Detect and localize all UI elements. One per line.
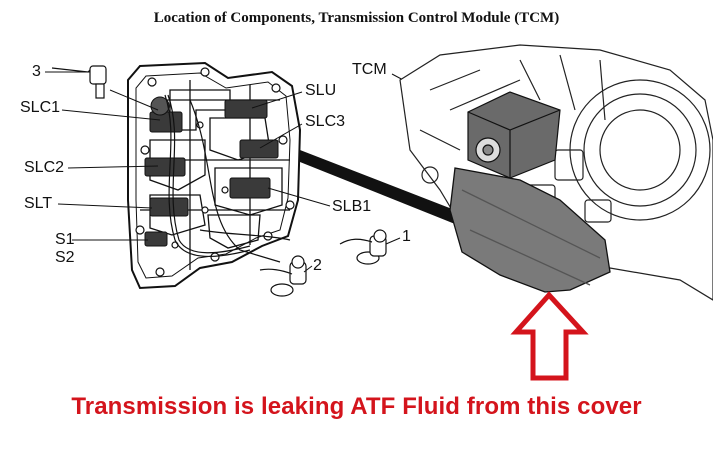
label-slt: SLT (24, 195, 53, 212)
label-3: 3 (32, 63, 41, 80)
pointer-wedge (300, 150, 470, 230)
label-tcm: TCM (352, 61, 387, 78)
transmission-oil-pan (449, 167, 611, 293)
label-slb1: SLB1 (332, 198, 372, 215)
diagram-title: Location of Components, Transmission Con… (153, 10, 560, 26)
label-slc2: SLC2 (24, 159, 65, 176)
leak-indicator-arrow (510, 291, 589, 381)
tcm-unit-illustration (467, 91, 561, 179)
label-s2: S2 (55, 249, 75, 266)
wire-harness (164, 94, 291, 263)
label-slc1: SLC1 (20, 99, 61, 116)
sensor-1-illustration (339, 229, 387, 265)
solenoid-blocks (144, 96, 279, 247)
valve-body-bolts (135, 67, 295, 277)
leak-caption: Transmission is leaking ATF Fluid from t… (71, 393, 642, 420)
label-s1: S1 (55, 231, 75, 248)
label-1: 1 (402, 228, 411, 245)
sensor-2-illustration (259, 255, 307, 297)
label-2: 2 (313, 257, 322, 274)
label-slc3: SLC3 (305, 113, 346, 130)
label-slu: SLU (305, 82, 337, 99)
sensor-3-illustration (51, 65, 107, 99)
